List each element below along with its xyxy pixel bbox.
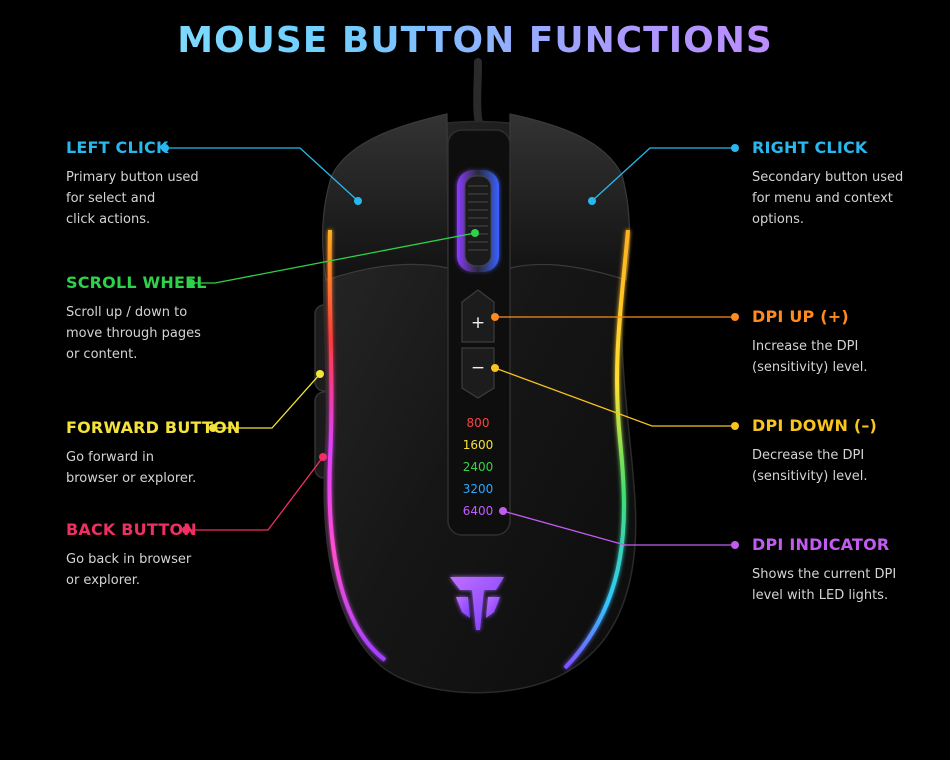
connector-left-click (165, 147, 359, 202)
dot-dpi-down-label (731, 422, 739, 430)
callout-connectors (165, 147, 735, 546)
rgb-strip-left (327, 229, 387, 662)
callout-description: Scroll up / down to move through pages o… (66, 305, 201, 362)
callout-dpi-indicator: DPI INDICATOR Shows the current DPI leve… (752, 535, 942, 606)
brand-logo-icon (450, 577, 504, 630)
dot-back-button-target (319, 453, 327, 461)
callout-dpi-down: DPI DOWN (–) Decrease the DPI (sensitivi… (752, 416, 942, 487)
callout-heading: RIGHT CLICK (752, 138, 868, 157)
dot-scroll-wheel-target (471, 229, 479, 237)
callout-heading: DPI DOWN (–) (752, 416, 878, 435)
dot-left-click-label (161, 144, 169, 152)
dot-forward-button-label (209, 424, 217, 432)
dpi-level: 2400 (462, 460, 494, 474)
connector-scroll-wheel (191, 232, 476, 284)
dpi-level: 1600 (462, 438, 494, 452)
callout-dpi-up: DPI UP (+) Increase the DPI (sensitivity… (752, 307, 942, 378)
callout-description: Increase the DPI (sensitivity) level. (752, 339, 868, 375)
callout-heading: LEFT CLICK (66, 138, 169, 157)
callout-heading: SCROLL WHEEL (66, 273, 207, 292)
callout-heading: FORWARD BUTTON (66, 418, 241, 437)
callout-heading: BACK BUTTON (66, 520, 197, 539)
callout-description: Shows the current DPI level with LED lig… (752, 567, 897, 603)
connector-right-click (591, 147, 735, 202)
callout-description: Go forward in browser or explorer. (66, 450, 197, 486)
dpi-level: 800 (466, 416, 490, 430)
callout-scroll-wheel: SCROLL WHEEL Scroll up / down to move th… (66, 273, 256, 365)
callout-heading: DPI INDICATOR (752, 535, 890, 554)
dpi-up-button (461, 289, 495, 343)
dot-forward-button-target (316, 370, 324, 378)
dot-scroll-wheel-label (187, 279, 195, 287)
dot-right-click-label (731, 144, 739, 152)
callout-description: Secondary button used for menu and conte… (752, 170, 904, 227)
dpi-down-button (461, 347, 495, 399)
dpi-level-list: 800 1600 2400 3200 6400 (446, 412, 510, 522)
dot-right-click-target (588, 197, 596, 205)
right-click-shell (509, 113, 631, 281)
dpi-plus-symbol: + (470, 313, 486, 333)
callout-forward-button: FORWARD BUTTON Go forward in browser or … (66, 418, 256, 489)
dot-dpi-up-target (491, 313, 499, 321)
callout-description: Go back in browser or explorer. (66, 552, 192, 588)
callout-dots (161, 144, 739, 549)
callout-left-click: LEFT CLICK Primary button used for selec… (66, 138, 256, 230)
callout-heading: DPI UP (+) (752, 307, 849, 326)
dot-back-button-label (182, 526, 190, 534)
connector-back-button (186, 456, 324, 531)
connector-dpi-indicator (502, 510, 735, 546)
dpi-level: 3200 (462, 482, 494, 496)
callout-right-click: RIGHT CLICK Secondary button used for me… (752, 138, 942, 230)
dpi-minus-symbol: − (470, 358, 486, 378)
callout-description: Primary button used for select and click… (66, 170, 199, 227)
callout-description: Decrease the DPI (sensitivity) level. (752, 448, 868, 484)
left-click-shell (322, 113, 449, 281)
dot-left-click-target (354, 197, 362, 205)
dot-dpi-down-target (491, 364, 499, 372)
connector-forward-button (213, 373, 321, 429)
connector-dpi-down (494, 367, 735, 427)
page-title: MOUSE BUTTON FUNCTIONS (0, 14, 950, 68)
callout-back-button: BACK BUTTON Go back in browser or explor… (66, 520, 256, 591)
dot-dpi-up-label (731, 313, 739, 321)
dpi-level: 6400 (462, 504, 494, 518)
scroll-wheel-tire (464, 175, 492, 267)
dot-dpi-indicator-target (499, 507, 507, 515)
dot-dpi-indicator-label (731, 541, 739, 549)
rgb-strip-right (563, 229, 630, 670)
